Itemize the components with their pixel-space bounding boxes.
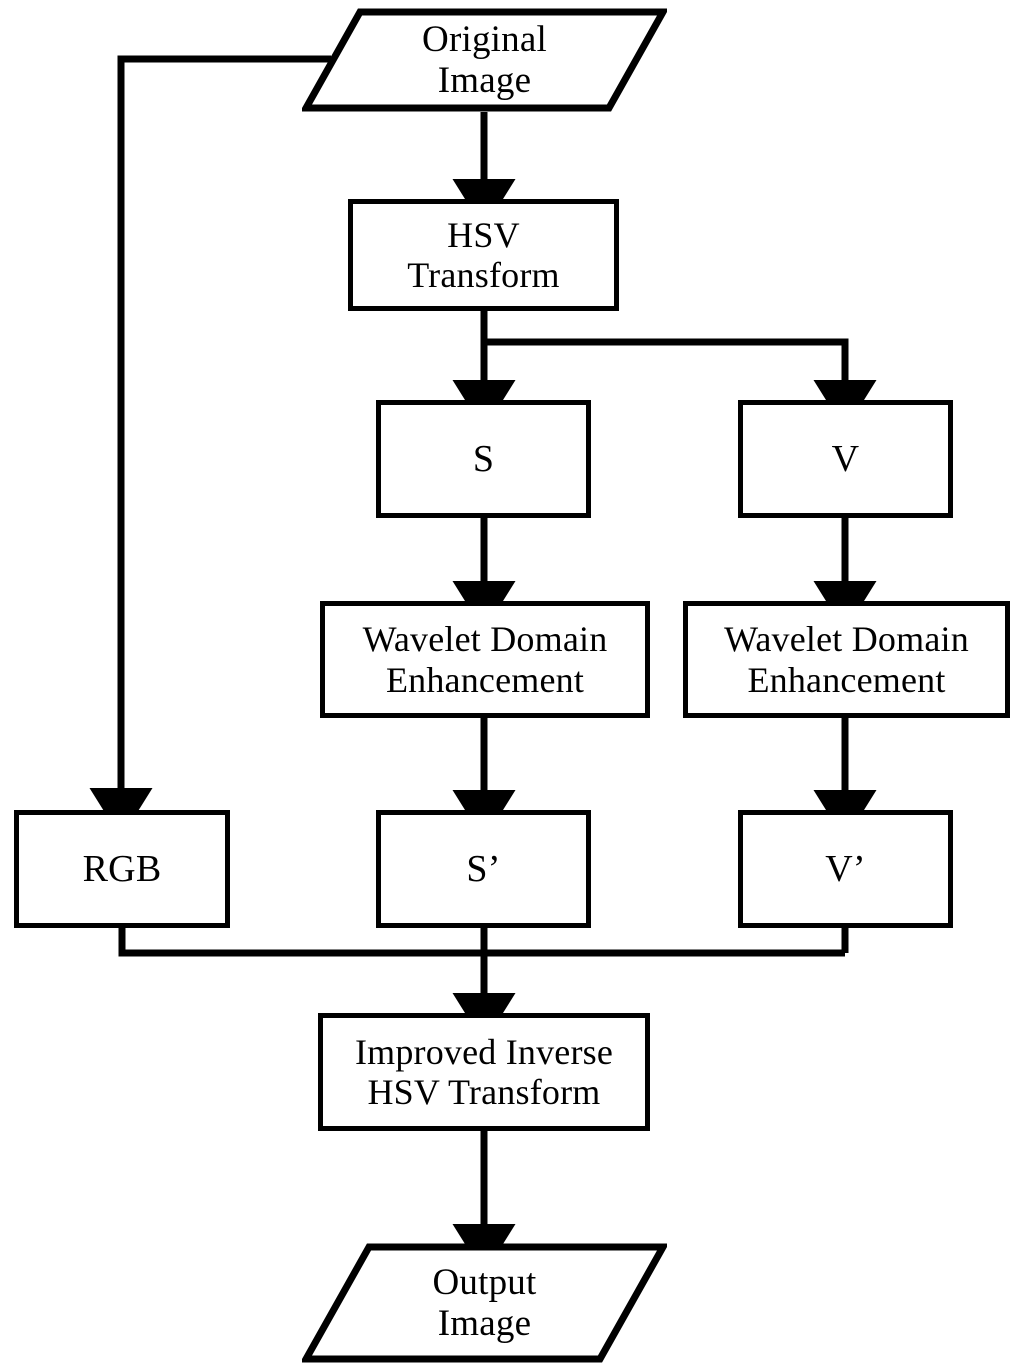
edge-original-to-rgb-bypass	[89, 55, 331, 839]
node-s-prime: S’	[376, 810, 591, 928]
edge-hsv-to-v	[484, 338, 877, 431]
node-label-v-channel: V	[831, 437, 860, 480]
node-output-image: Output Image	[302, 1243, 667, 1363]
node-wavelet-enhancement-v: Wavelet Domain Enhancement	[683, 601, 1010, 718]
node-label-hsv-transform: HSV Transform	[407, 214, 560, 295]
node-v-prime: V’	[738, 810, 953, 928]
node-original-image: Original Image	[302, 8, 667, 112]
parallelogram-shape	[302, 1243, 667, 1363]
edge-rgb-to-merge-bus	[118, 928, 845, 957]
node-label-s-prime: S’	[466, 847, 501, 890]
node-improved-inverse-hsv-transform: Improved Inverse HSV Transform	[318, 1013, 650, 1131]
node-hsv-transform: HSV Transform	[348, 199, 619, 311]
node-v-channel: V	[738, 400, 953, 518]
node-rgb: RGB	[14, 810, 230, 928]
node-label-v-prime: V’	[825, 847, 866, 890]
parallelogram-shape	[302, 8, 667, 112]
node-label-wavelet-enhancement-s: Wavelet Domain Enhancement	[362, 619, 608, 700]
node-label-improved-inverse-hsv-transform: Improved Inverse HSV Transform	[354, 1031, 614, 1112]
node-wavelet-enhancement-s: Wavelet Domain Enhancement	[320, 601, 650, 718]
node-label-output-image: Output Image	[432, 1261, 537, 1344]
node-s-channel: S	[376, 400, 591, 518]
node-label-wavelet-enhancement-v: Wavelet Domain Enhancement	[724, 619, 969, 700]
node-label-original-image: Original Image	[422, 18, 547, 101]
node-label-rgb: RGB	[82, 847, 162, 890]
node-label-s-channel: S	[472, 437, 495, 480]
